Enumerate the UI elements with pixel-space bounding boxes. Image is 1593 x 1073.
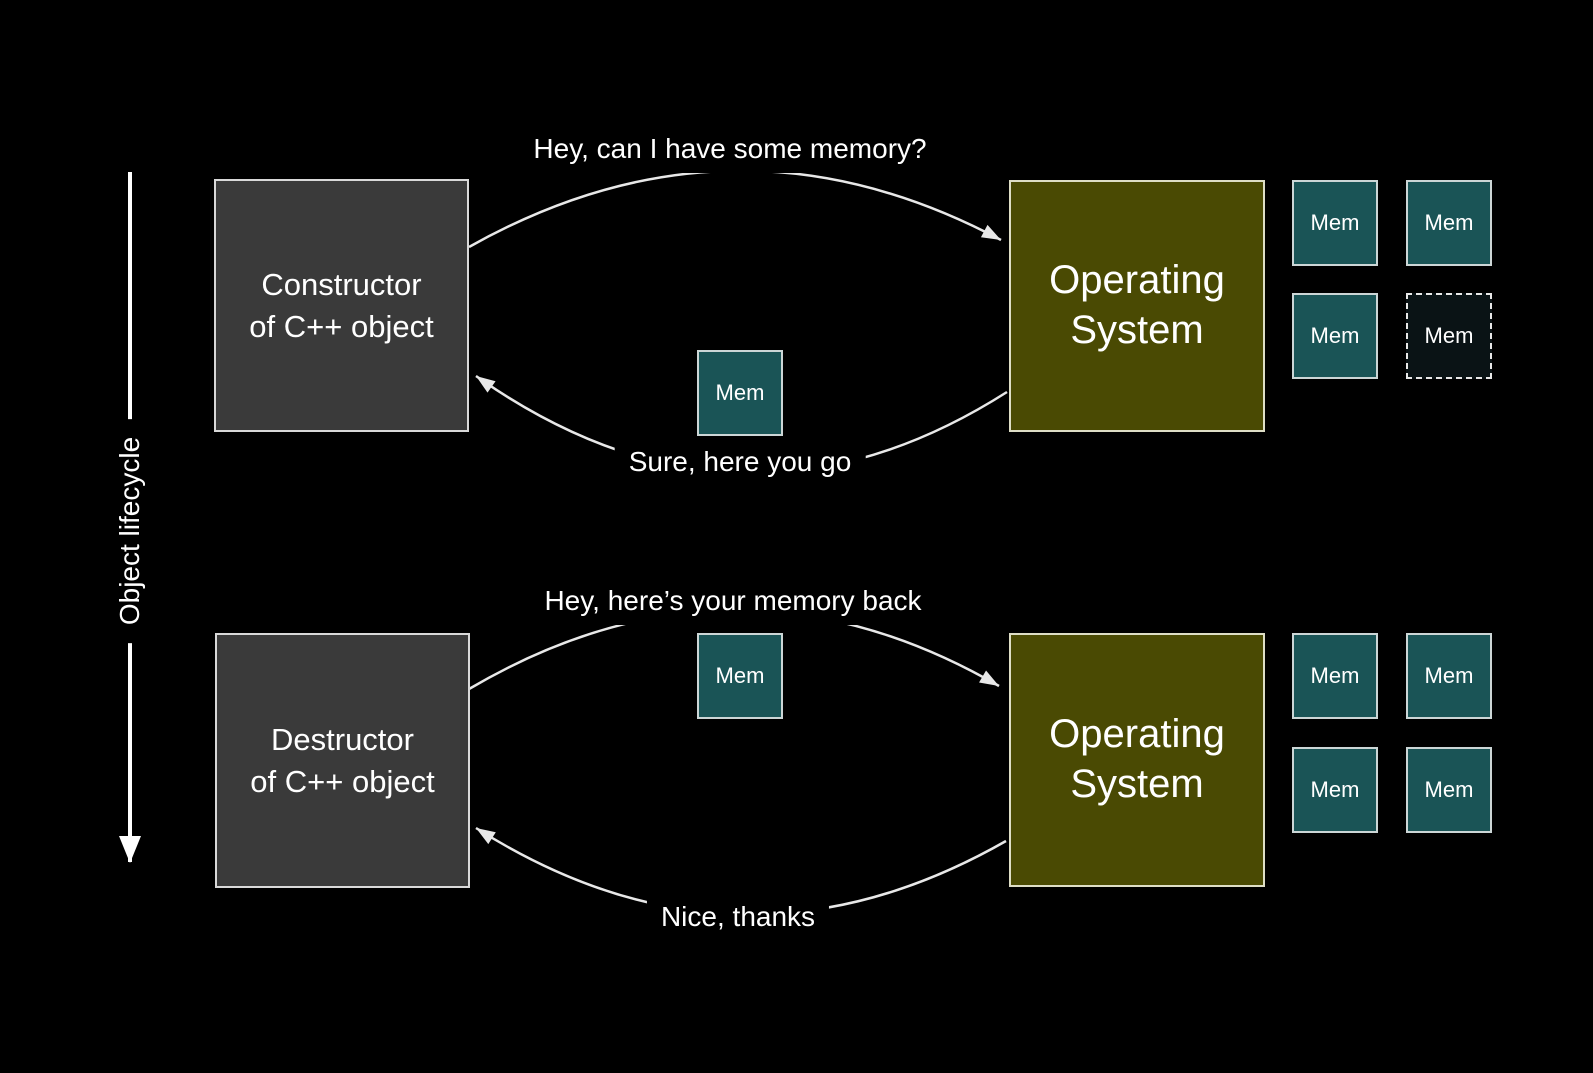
os-mem-cell: Mem	[1292, 747, 1378, 833]
destructor-box: Destructor of C++ object	[215, 633, 470, 888]
request-message: Hey, can I have some memory?	[519, 125, 941, 173]
constructor-label: Constructor of C++ object	[249, 266, 434, 344]
mem-label: Mem	[715, 663, 765, 688]
return-message: Hey, here’s your memory back	[530, 577, 936, 625]
mem-label: Mem	[1424, 663, 1474, 688]
mem-label: Mem	[715, 380, 765, 405]
operating-system-label-top: Operating System	[1049, 258, 1225, 352]
mem-label: Mem	[1310, 663, 1360, 688]
mem-label: Mem	[1424, 323, 1474, 348]
os-mem-cell: Mem	[1406, 180, 1492, 266]
mem-label: Mem	[1310, 323, 1360, 348]
os-mem-cell: Mem	[1406, 633, 1492, 719]
memory-request-arrow	[468, 169, 1002, 249]
os-mem-cell: Mem	[1292, 180, 1378, 266]
transfer-mem-box-top: Mem	[697, 350, 783, 436]
operating-system-box-bottom: Operating System	[1009, 633, 1265, 887]
thanks-message: Nice, thanks	[646, 893, 830, 941]
constructor-box: Constructor of C++ object	[214, 179, 469, 432]
grant-message: Sure, here you go	[614, 438, 866, 486]
os-mem-cell: Mem	[1292, 293, 1378, 379]
os-mem-cell: Mem	[1406, 747, 1492, 833]
operating-system-box-top: Operating System	[1009, 180, 1265, 432]
os-mem-cell: Mem	[1292, 633, 1378, 719]
os-mem-cell-lent-out: Mem	[1406, 293, 1492, 379]
destructor-label: Destructor of C++ object	[250, 721, 435, 799]
operating-system-label-bottom: Operating System	[1049, 712, 1225, 806]
transfer-mem-box-bottom: Mem	[697, 633, 783, 719]
mem-label: Mem	[1424, 210, 1474, 235]
lifecycle-label: Object lifecycle	[106, 418, 154, 644]
mem-label: Mem	[1424, 777, 1474, 802]
mem-label: Mem	[1310, 777, 1360, 802]
mem-label: Mem	[1310, 210, 1360, 235]
